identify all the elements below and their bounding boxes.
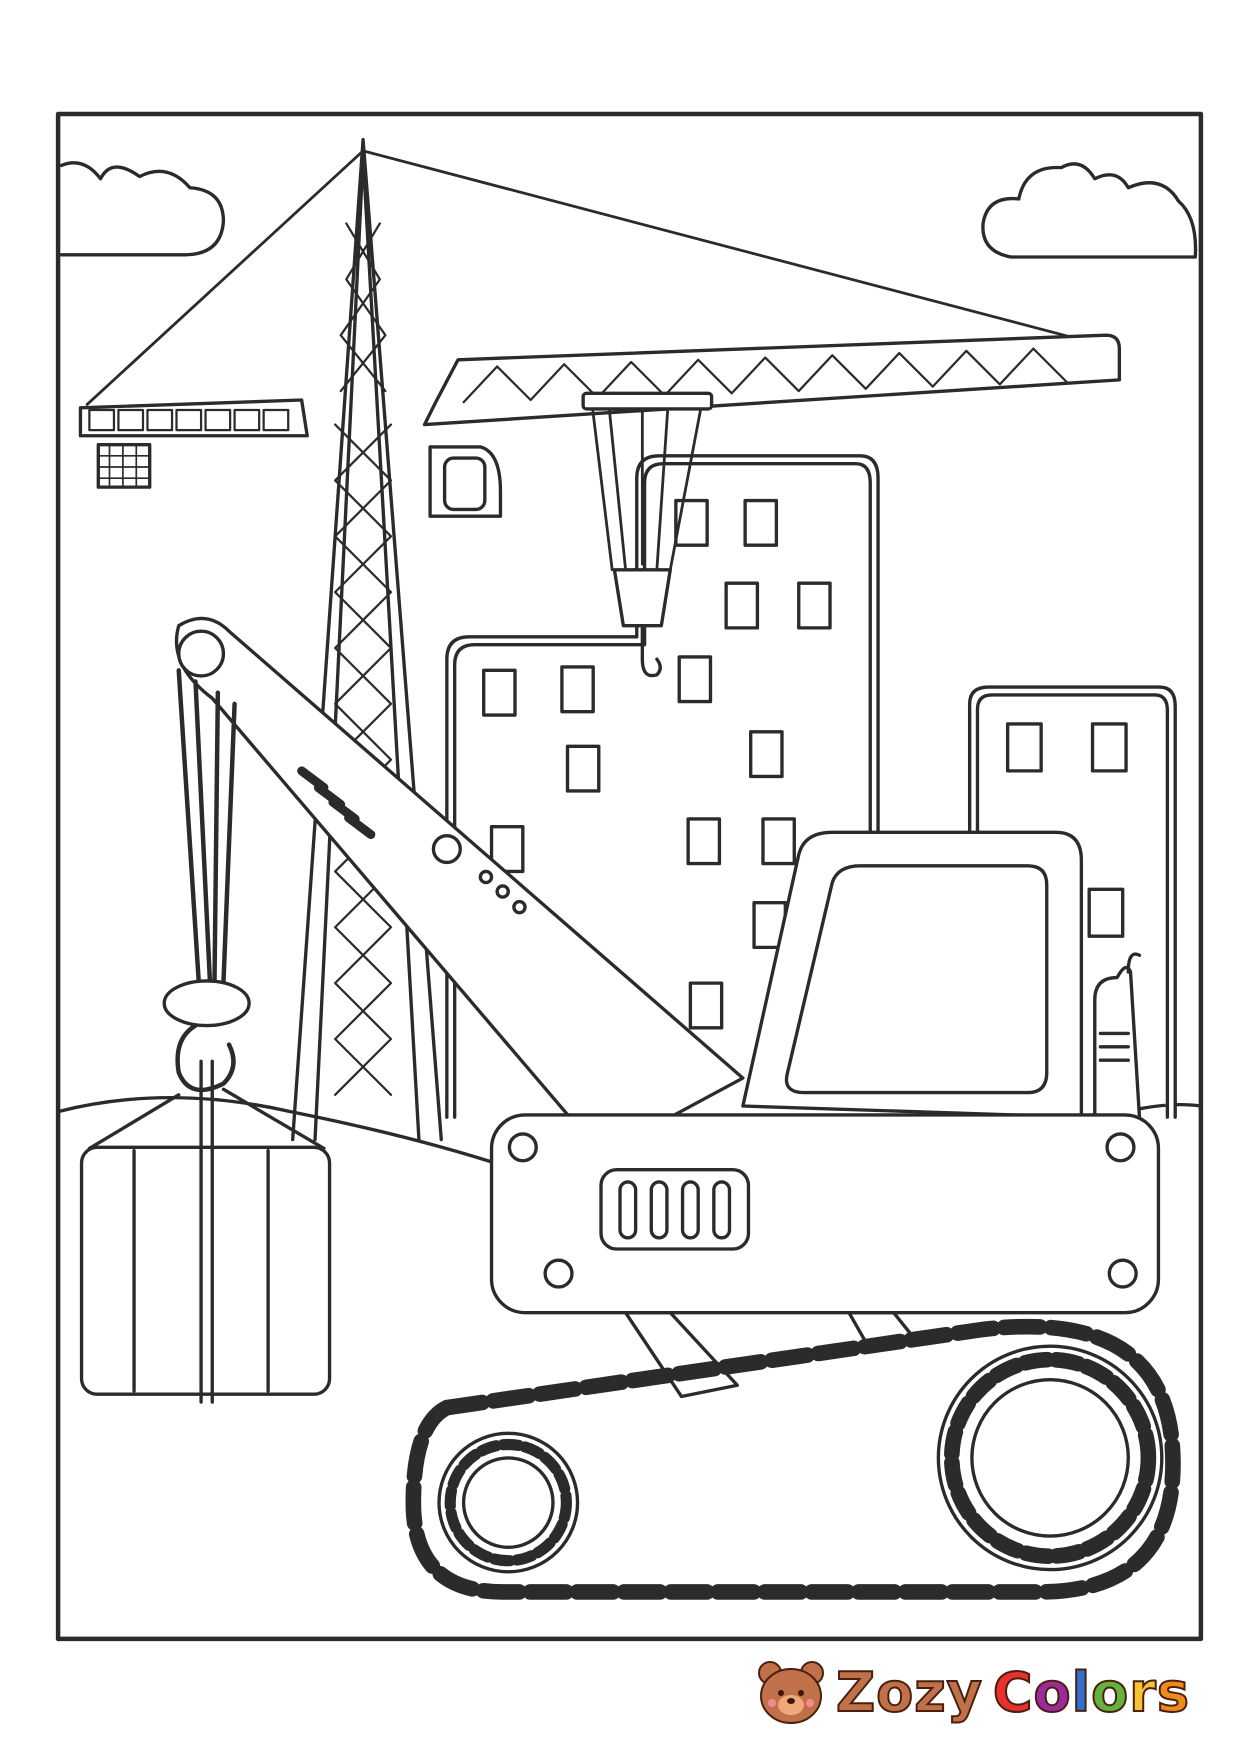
cloud-right [981, 162, 1198, 259]
logo-letter: s [1156, 1660, 1191, 1725]
logo-letter: r [1128, 1660, 1157, 1725]
bear-icon [758, 1661, 824, 1724]
logo-letter: C [992, 1660, 1034, 1725]
logo-word-colors: Colors [992, 1660, 1191, 1725]
zozy-colors-logo: Zozy Colors [756, 1652, 1190, 1732]
excavator-tracks [405, 1318, 1181, 1600]
cloud-left [59, 161, 226, 257]
logo-word-zozy: Zozy [835, 1660, 983, 1725]
tower-crane [78, 138, 1122, 1142]
excavator-cab [741, 830, 1142, 1119]
page-border [55, 111, 1204, 1642]
logo-letter: l [1071, 1660, 1092, 1725]
hanging-load [79, 979, 332, 1404]
crane-hook-icon [640, 623, 662, 678]
logo-letter: o [1033, 1660, 1072, 1725]
crane-hook-block [612, 568, 672, 628]
grill [599, 1168, 751, 1251]
hill-left [56, 1095, 494, 1164]
exhaust-pipe [1093, 965, 1142, 1119]
logo-letter: o [1090, 1660, 1130, 1725]
